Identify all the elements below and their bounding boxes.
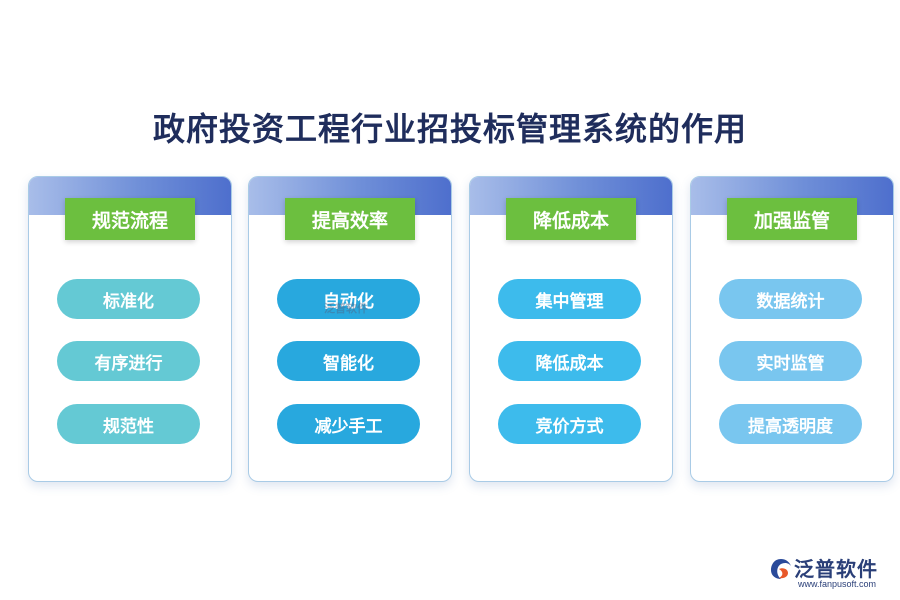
brand-logo-icon [771,559,791,579]
item-pill: 规范性 [57,404,200,444]
card-label: 降低成本 [506,198,636,240]
card-reduce-cost: 降低成本 集中管理 降低成本 竞价方式 [469,176,673,482]
item-pill: 竞价方式 [498,404,641,444]
watermark: 泛普软件 [324,302,368,315]
item-pill: 自动化 [277,279,420,319]
brand-url: www.fanpusoft.com [798,579,877,589]
item-pill: 提高透明度 [719,404,862,444]
brand-logo: 泛普软件 www.fanpusoft.com [770,553,894,595]
card-label: 提高效率 [285,198,415,240]
page-title: 政府投资工程行业招投标管理系统的作用 [152,110,747,148]
item-pill: 标准化 [57,279,200,319]
item-pill: 有序进行 [57,341,200,381]
item-pill: 实时监管 [719,341,862,381]
card-improve-efficiency: 提高效率 自动化 智能化 减少手工 [248,176,452,482]
card-label: 规范流程 [65,198,195,240]
card-standardize-process: 规范流程 标准化 有序进行 规范性 [28,176,232,482]
item-pill: 数据统计 [719,279,862,319]
card-label: 加强监管 [727,198,857,240]
item-pill: 智能化 [277,341,420,381]
card-strengthen-supervision: 加强监管 数据统计 实时监管 提高透明度 [690,176,894,482]
item-pill: 降低成本 [498,341,641,381]
brand-name: 泛普软件 [794,557,878,581]
item-pill: 减少手工 [277,404,420,444]
item-pill: 集中管理 [498,279,641,319]
